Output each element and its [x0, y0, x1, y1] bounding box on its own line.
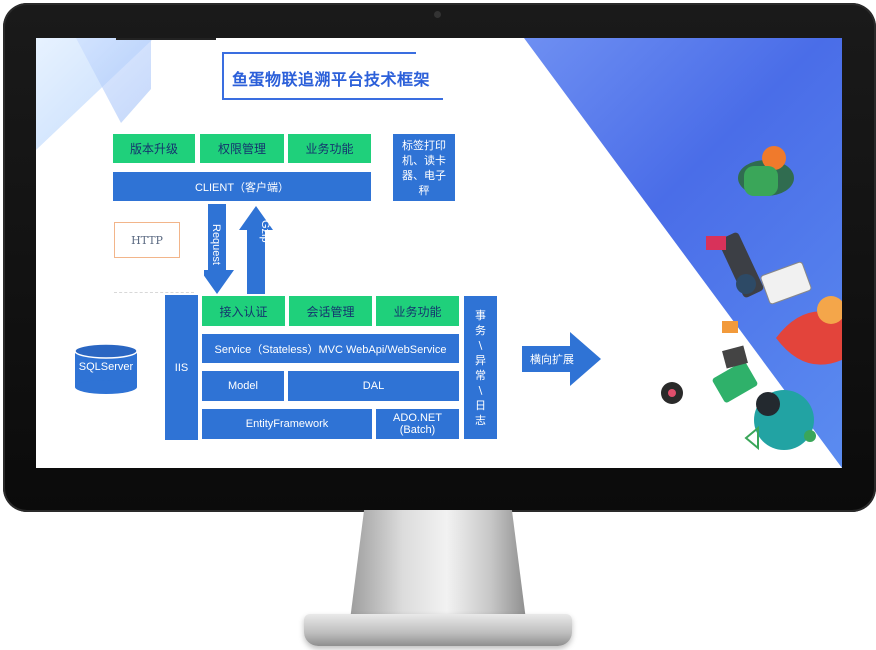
green-chair: [744, 166, 778, 196]
monitor-stand-base: [304, 614, 572, 646]
divider-dashed: [114, 292, 194, 293]
response-arrow: [239, 206, 273, 294]
http-box: HTTP: [114, 222, 180, 258]
title-frame-gap: [416, 50, 446, 72]
teal-head: [756, 392, 780, 416]
database-cylinder: [74, 343, 138, 394]
pink-card: [706, 236, 726, 250]
response-label: Response Gzip: [259, 220, 283, 270]
adonet-box: ADO.NET (Batch): [376, 409, 459, 439]
plant: [804, 430, 816, 442]
devices-box: 标签打印机、读卡器、电子秤: [393, 134, 455, 201]
service-bar: Service（Stateless）MVC WebApi/WebService: [202, 334, 459, 363]
module-permission: 权限管理: [200, 134, 284, 163]
camera-dot: [434, 11, 441, 18]
dal-box: DAL: [288, 371, 459, 401]
scale-arrow: [522, 332, 601, 386]
iis-box: IIS: [165, 295, 198, 440]
person-red: [776, 311, 842, 365]
cross-char: 事: [475, 308, 486, 322]
cross-char: 日: [475, 398, 486, 412]
cross-char: 务: [475, 323, 486, 337]
monitor-stand-neck: [350, 510, 526, 620]
model-box: Model: [202, 371, 284, 401]
module-version-upgrade: 版本升级: [113, 134, 195, 163]
cup: [736, 274, 756, 294]
cross-cutting-box: 事 务 \ 异 常 \ 日 志: [464, 296, 497, 439]
cross-char: 志: [475, 413, 486, 427]
database-label: SQLServer: [78, 361, 134, 373]
triangle-shape: [744, 425, 759, 451]
monitor-screen: 鱼蛋物联追溯平台技术框架 版本升级 权限管理 业务功能 CLIENT（客户端） …: [36, 38, 842, 468]
cross-char: \: [478, 338, 483, 352]
scale-label: 横向扩展: [530, 353, 574, 366]
entityframework-box: EntityFramework: [202, 409, 372, 439]
request-response-arrows: [204, 204, 273, 294]
donut-inner: [668, 389, 676, 397]
diagram-title: 鱼蛋物联追溯平台技术框架: [232, 70, 431, 89]
orange-card: [722, 321, 738, 333]
module-auth: 接入认证: [202, 296, 285, 326]
cross-char: \: [478, 383, 483, 397]
module-session: 会话管理: [289, 296, 372, 326]
request-arrow: [204, 204, 234, 294]
person-orange: [762, 146, 786, 170]
top-line: [116, 38, 216, 40]
request-label: Request: [210, 224, 222, 265]
cross-char: 异: [475, 353, 486, 367]
team-illustration: [661, 146, 842, 451]
red-head: [817, 296, 842, 324]
module-business-client: 业务功能: [288, 134, 371, 163]
green-laptop: [712, 361, 758, 403]
module-business-server: 业务功能: [376, 296, 459, 326]
cross-char: 常: [475, 368, 486, 382]
client-bar: CLIENT（客户端）: [113, 172, 371, 201]
title-frame: [222, 52, 443, 100]
keyboard: [760, 261, 812, 305]
tablet: [722, 345, 748, 369]
